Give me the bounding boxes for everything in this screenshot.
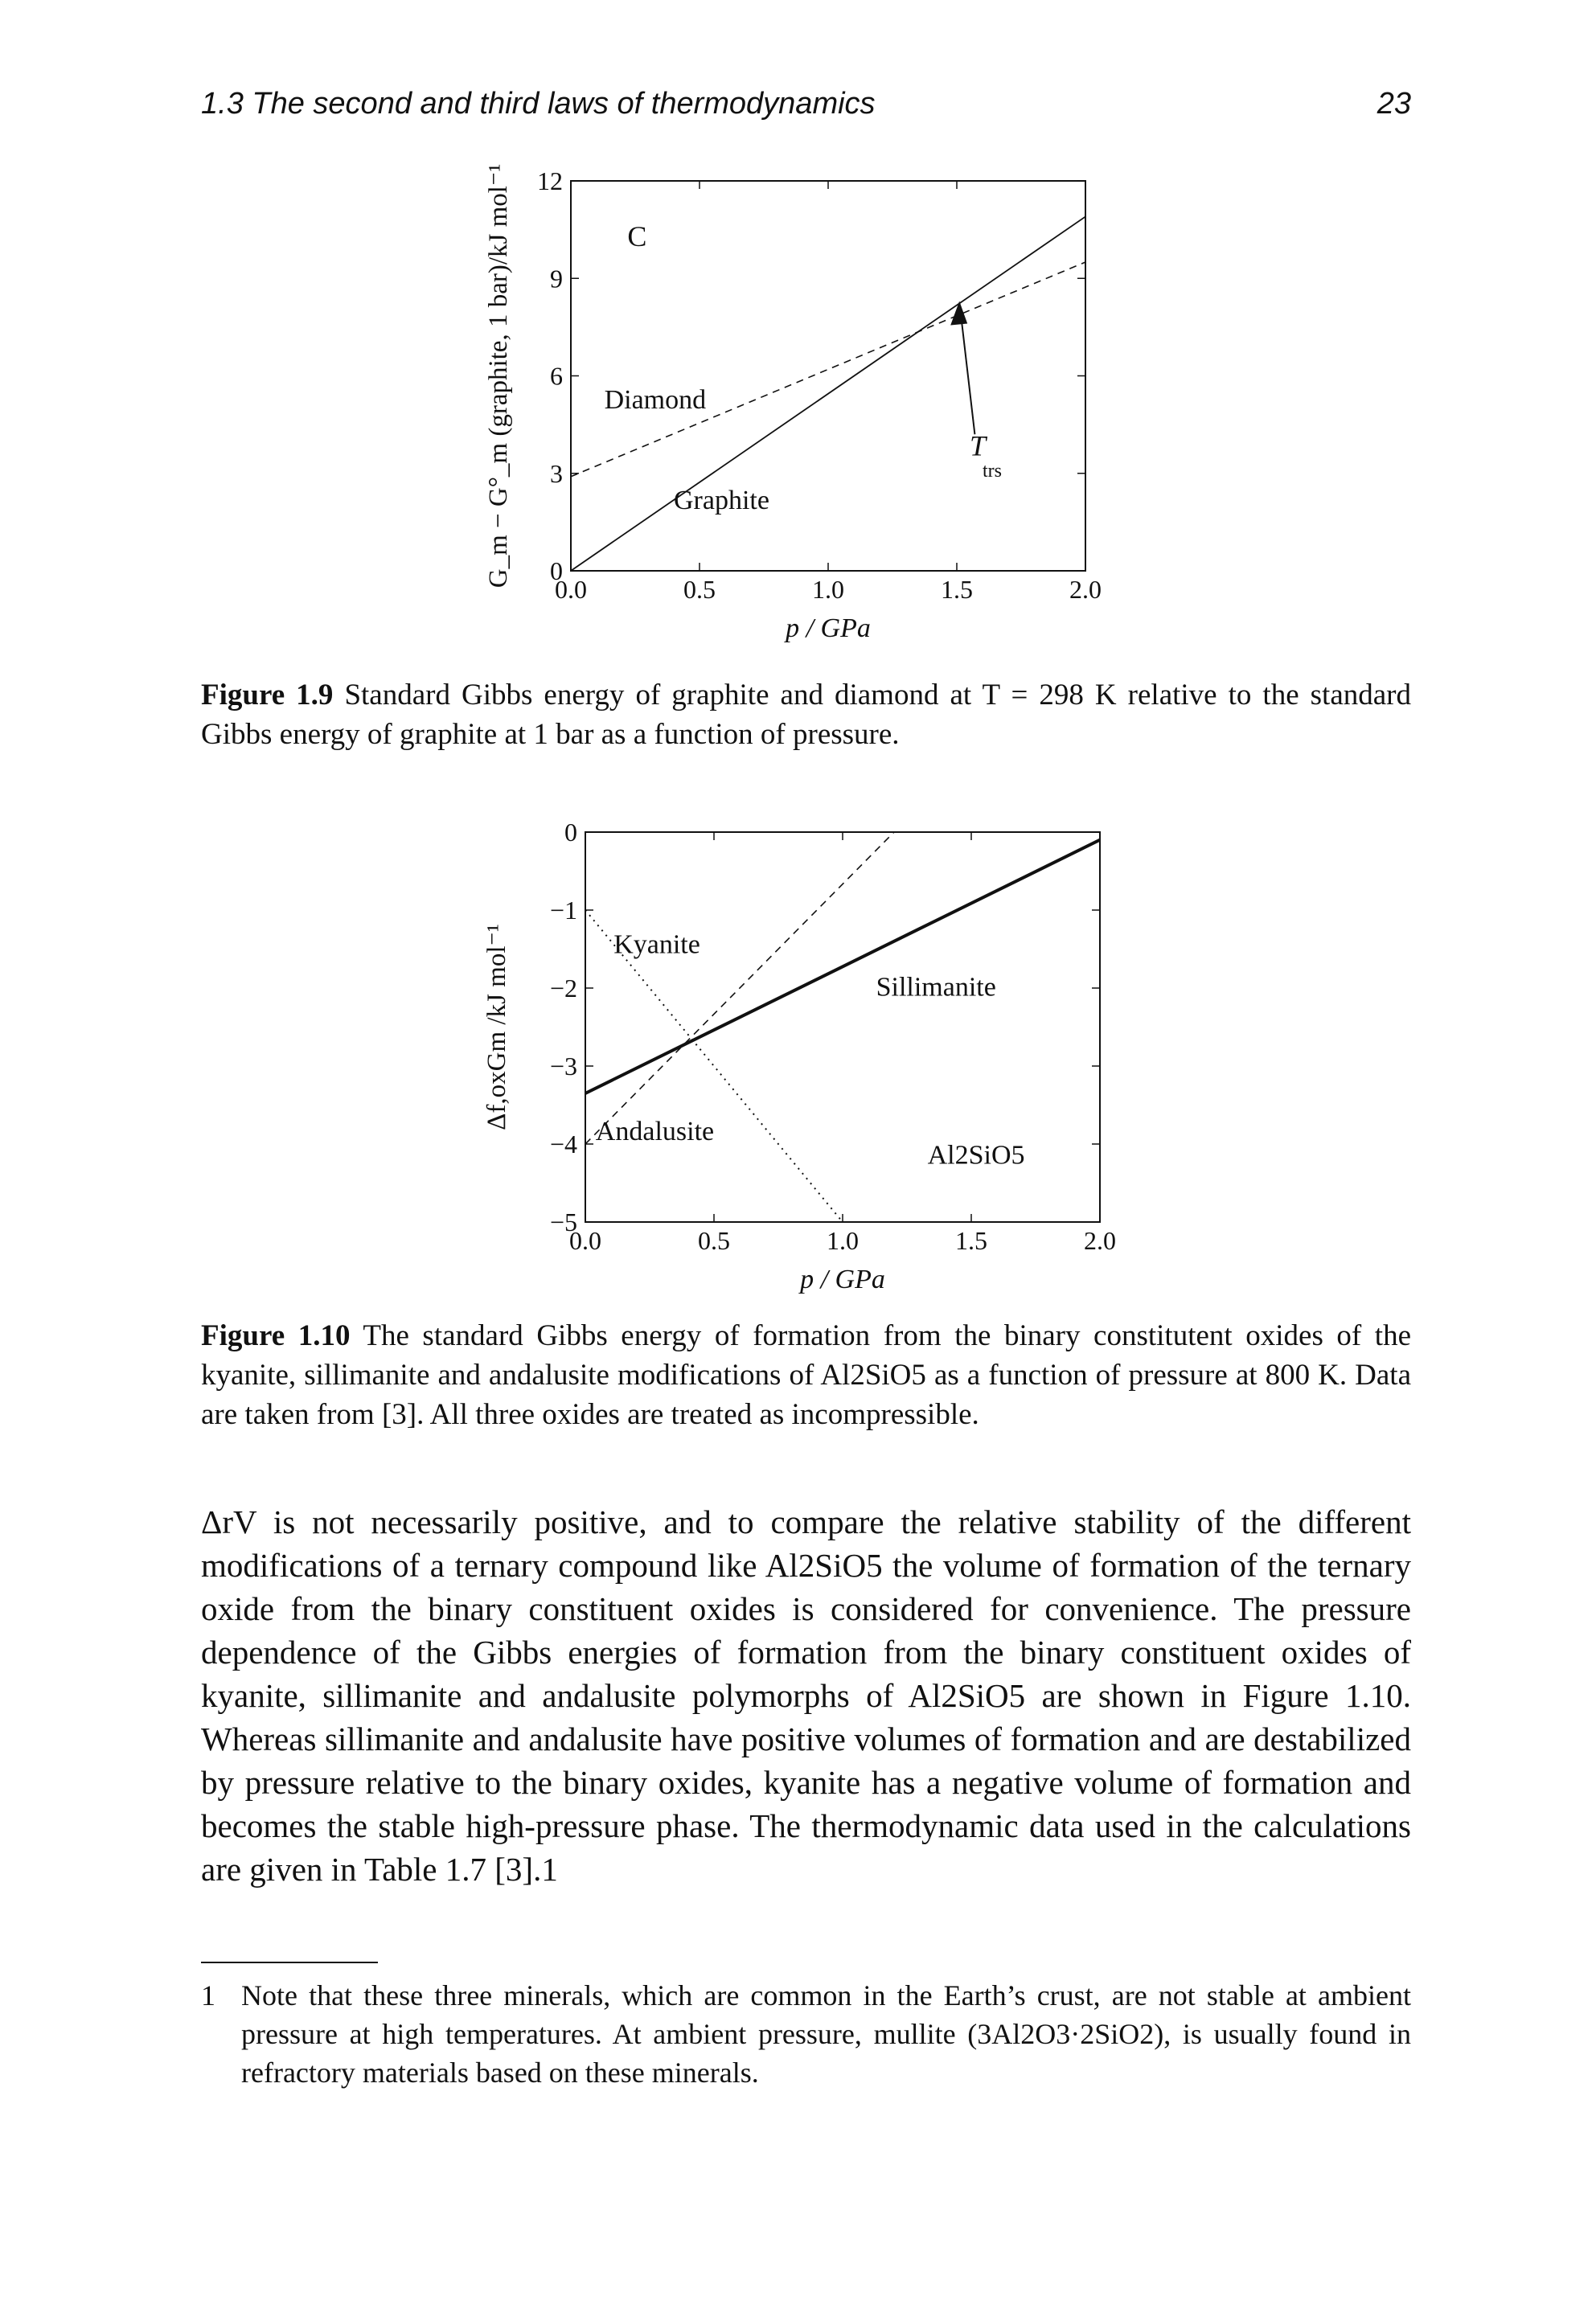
figure-1-10-caption: Figure 1.10 The standard Gibbs energy of… xyxy=(201,1316,1411,1434)
annotation-t: T xyxy=(970,430,988,462)
y-axis-label: Δf,oxGm /kJ mol⁻¹ xyxy=(482,924,511,1130)
body-paragraph: ΔrV is not necessarily positive, and to … xyxy=(201,1503,1411,1888)
y-tick-label: −5 xyxy=(550,1208,577,1236)
series-line-diamond xyxy=(571,261,1085,478)
annotation-c: C xyxy=(627,220,646,252)
y-tick-label: −4 xyxy=(550,1130,577,1158)
y-tick-label: 9 xyxy=(550,264,563,293)
x-axis-label: p / GPa xyxy=(798,1265,885,1294)
x-tick-label: 0.0 xyxy=(555,575,587,604)
caption-label: Figure 1.9 xyxy=(201,679,334,712)
transition-arrow-shaft xyxy=(961,323,976,435)
y-tick-label: −2 xyxy=(550,974,577,1003)
x-tick-label: 1.5 xyxy=(941,575,973,604)
annotation-sillimanite: Sillimanite xyxy=(876,973,996,1003)
series-line-sillimanite xyxy=(585,838,1100,1095)
page-header: 1.3 The second and third laws of thermod… xyxy=(201,87,1411,135)
annotation-andalusite: Andalusite xyxy=(596,1117,714,1146)
x-tick-label: 2.0 xyxy=(1084,1226,1116,1255)
y-tick-label: 12 xyxy=(537,166,563,195)
caption-label: Figure 1.10 xyxy=(201,1319,351,1352)
annotation-trs: trs xyxy=(983,461,1002,482)
x-tick-label: 0.5 xyxy=(683,575,716,604)
plot-frame xyxy=(570,180,1086,572)
figure-1-9-caption: Figure 1.9 Standard Gibbs energy of grap… xyxy=(201,675,1411,754)
y-tick-label: 6 xyxy=(550,362,563,391)
y-tick-label: −1 xyxy=(550,896,577,925)
x-tick-label: 1.0 xyxy=(812,575,844,604)
annotation-diamond: Diamond xyxy=(605,385,707,415)
x-tick-label: 1.5 xyxy=(955,1226,987,1255)
x-tick-label: 0.5 xyxy=(698,1226,730,1255)
annotation-graphite: Graphite xyxy=(674,486,769,515)
footnote-number: 1 xyxy=(201,1979,215,2011)
y-axis-label: G_m − G°_m (graphite, 1 bar)/kJ mol⁻¹ xyxy=(484,164,513,588)
page-number: 23 xyxy=(1376,87,1411,121)
running-title: 1.3 The second and third laws of thermod… xyxy=(201,87,876,121)
annotation-al2sio5: Al2SiO5 xyxy=(928,1140,1025,1170)
caption-text: The standard Gibbs energy of formation f… xyxy=(201,1319,1411,1431)
series-line-graphite xyxy=(571,215,1085,571)
figure-1-10-chart: 0.0 0.5 1.0 1.5 2.0 0 −1 −2 −3 −4 −5 p / GPa Δf,oxGm… xyxy=(482,818,1116,1294)
footnote-rule xyxy=(201,1962,378,1963)
transition-arrow-head xyxy=(950,301,968,326)
y-tick-label: 3 xyxy=(550,459,563,488)
x-tick-label: 1.0 xyxy=(827,1226,859,1255)
y-tick-label: 0 xyxy=(550,556,563,585)
annotation-kyanite: Kyanite xyxy=(613,929,700,959)
series-line-andalusite xyxy=(585,832,895,1145)
y-tick-label: −3 xyxy=(550,1052,577,1081)
y-tick-label: 0 xyxy=(564,818,577,847)
figure-1-9-chart: 0.0 0.5 1.0 1.5 2.0 0 3 6 9 12 p / GPa G_m − G°_m (… xyxy=(484,164,1102,643)
x-tick-label: 0.0 xyxy=(569,1226,601,1255)
footnote-text: Note that these three minerals, which ar… xyxy=(241,1979,1411,2089)
x-tick-label: 2.0 xyxy=(1069,575,1102,604)
caption-text: Standard Gibbs energy of graphite and di… xyxy=(201,679,1411,751)
x-axis-label: p / GPa xyxy=(784,613,871,643)
